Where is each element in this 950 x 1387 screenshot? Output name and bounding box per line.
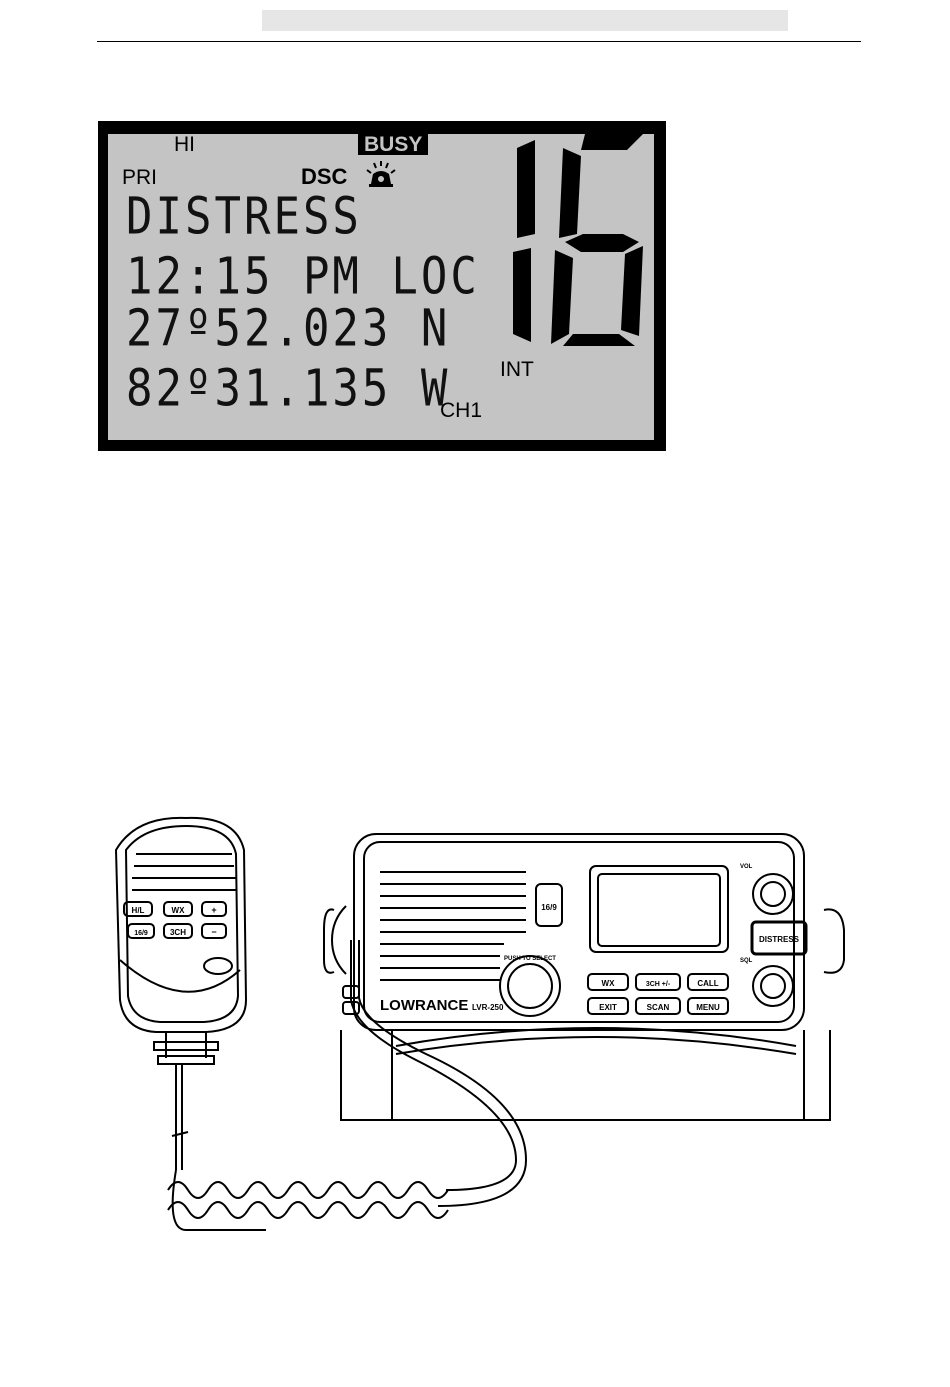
handset-btn-plus: + [211, 905, 216, 915]
model-name: LVR-250 [472, 1003, 504, 1012]
distress-button: DISTRESS [759, 935, 800, 944]
channel-mode-indicator: INT [500, 359, 534, 380]
handset-buttons: H/L WX + 16/9 3CH − [124, 902, 226, 938]
handset-btn-hl: H/L [132, 906, 145, 915]
lcd-display: HI BUSY PRI DSC DISTRESS 12:15 PM LOC 27… [98, 121, 666, 451]
header-rule [97, 41, 861, 42]
latitude-line: 27º52.023 N [126, 304, 450, 355]
handset-btn-wx: WX [172, 906, 186, 915]
longitude-line: 82º31.135 W [126, 364, 450, 415]
handset-btn-16-9: 16/9 [134, 930, 148, 937]
sql-label: SQL [740, 958, 753, 964]
handset-microphone [116, 818, 246, 1064]
radio-body [324, 834, 844, 1120]
status-line: DISTRESS [126, 192, 362, 243]
radio-btn-call: CALL [697, 979, 718, 988]
busy-indicator: BUSY [358, 134, 428, 155]
header-bar [262, 10, 788, 31]
rotary-label: PUSH TO SELECT [504, 956, 556, 962]
radio-btn-wx: WX [602, 979, 616, 988]
power-hi-indicator: HI [174, 134, 195, 155]
lcd-screen: HI BUSY PRI DSC DISTRESS 12:15 PM LOC 27… [108, 134, 654, 440]
time-line: 12:15 PM LOC [126, 252, 480, 303]
radio-btn-scan: SCAN [647, 1003, 670, 1012]
handset-btn-3ch: 3CH [170, 928, 186, 937]
ringing-phone-icon [363, 160, 399, 190]
radio-handset-illustration: H/L WX + 16/9 3CH − [96, 810, 856, 1250]
handset-btn-minus: − [211, 927, 216, 937]
brand-name: LOWRANCE [380, 997, 468, 1014]
radio-btn-menu: MENU [696, 1003, 720, 1012]
dsc-indicator: DSC [301, 166, 347, 188]
channel-bank-indicator: CH1 [440, 400, 482, 421]
priority-indicator: PRI [122, 167, 157, 188]
vol-label: VOL [740, 864, 753, 870]
channel-number-digits [503, 134, 653, 354]
radio-btn-exit: EXIT [599, 1003, 617, 1012]
radio-btn-3ch: 3CH +/- [646, 981, 671, 988]
radio-btn-16-9: 16/9 [541, 903, 557, 912]
